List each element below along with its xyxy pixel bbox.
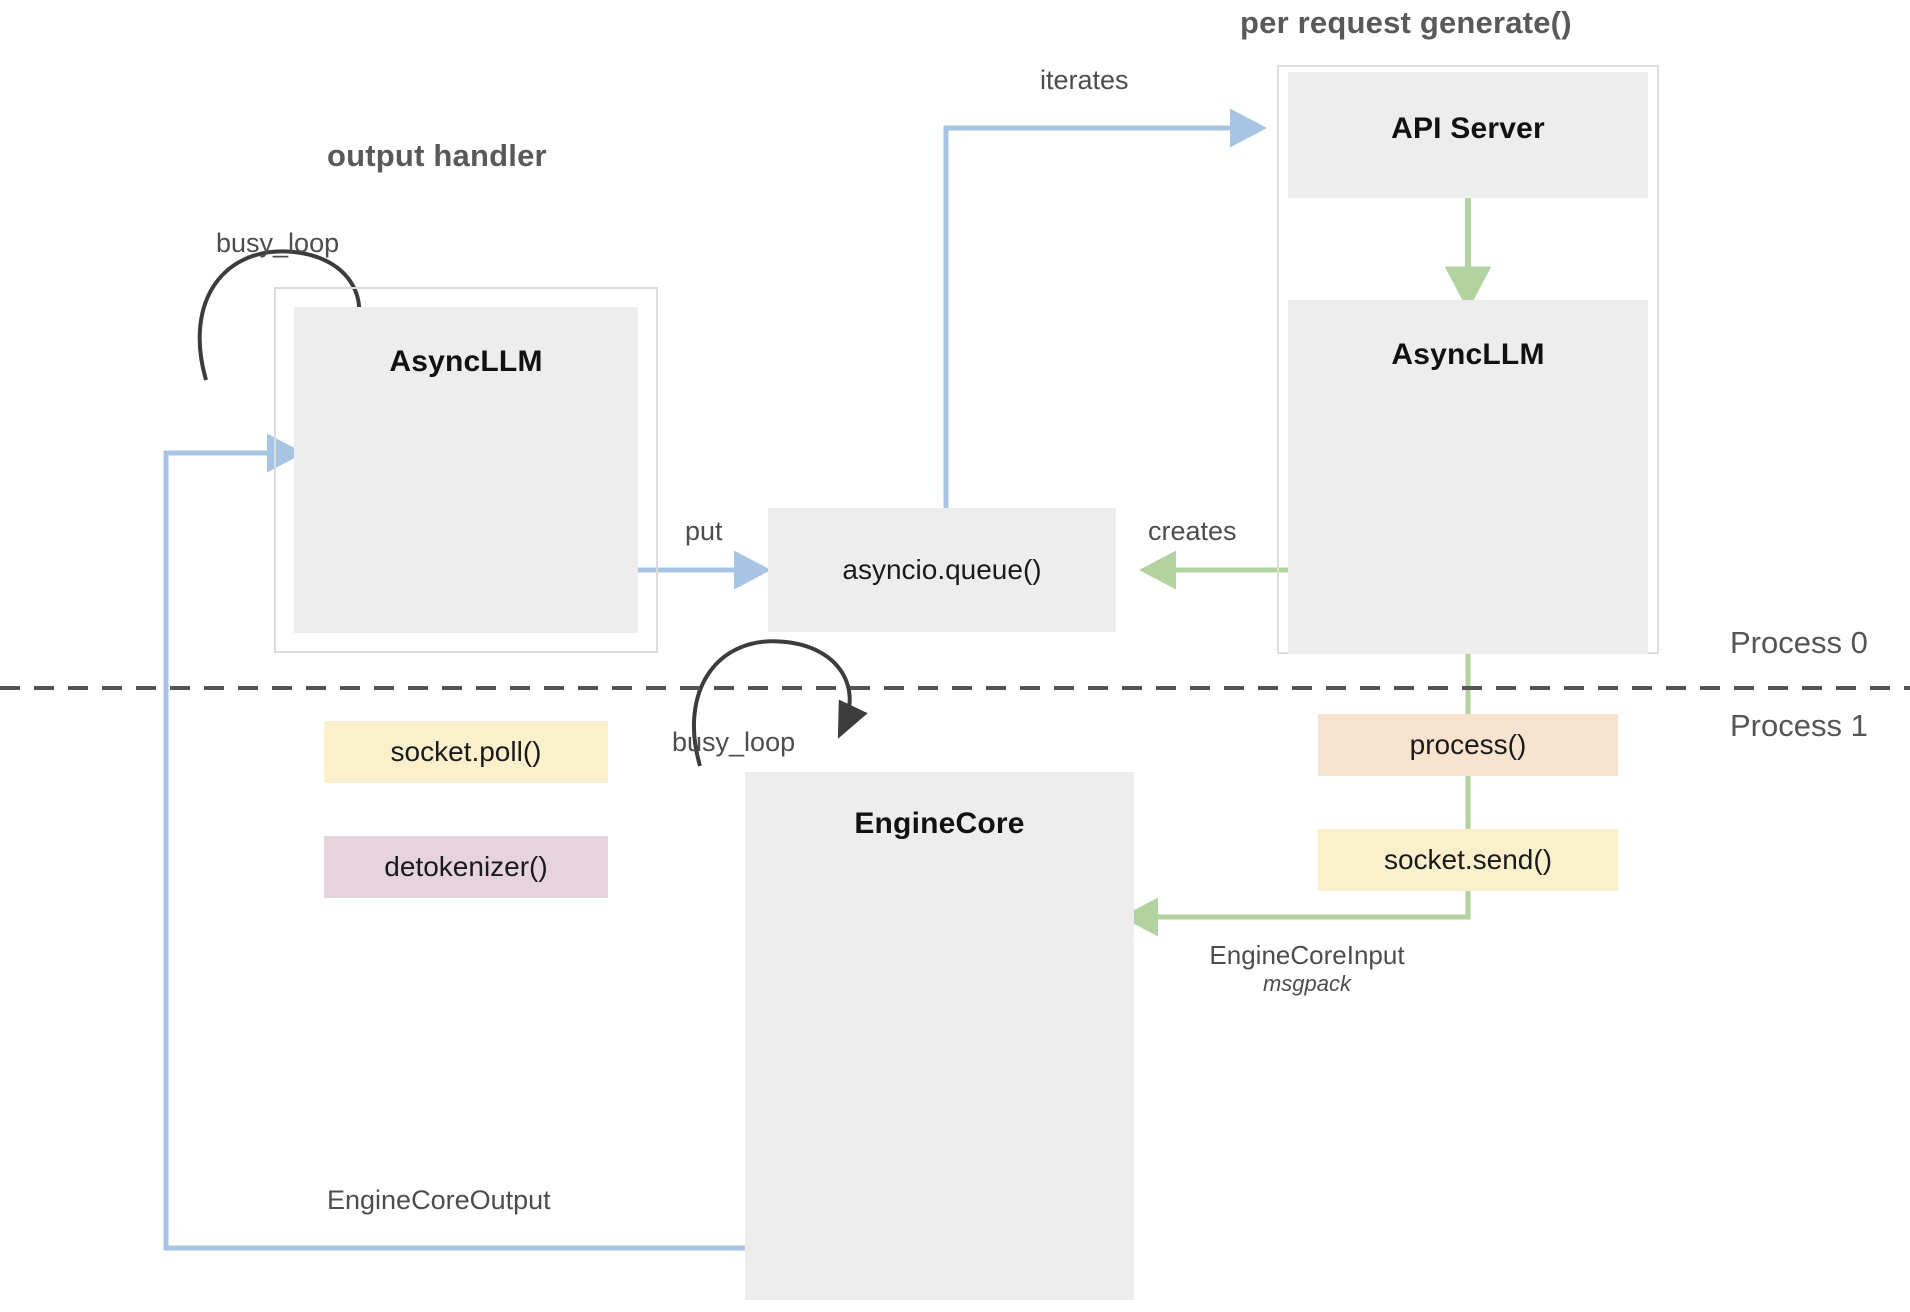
asyncllm-per-request-box[interactable]: AsyncLLM process() socket.send() — [1288, 300, 1648, 891]
process-0-label: Process 0 — [1730, 625, 1868, 660]
asyncllm-per-request-title: AsyncLLM — [1391, 338, 1545, 371]
method-label: detokenizer() — [384, 851, 548, 882]
engine-core-input-label-group: EngineCoreInput msgpack — [1177, 940, 1437, 997]
enginecore-title: EngineCore — [854, 807, 1025, 840]
output-handler-frame — [274, 287, 658, 653]
method-label: process() — [1409, 729, 1527, 760]
asyncio-queue-label: asyncio.queue() — [842, 554, 1042, 585]
engine-core-output-label: EngineCoreOutput — [327, 1185, 551, 1215]
output-handler-title: output handler — [327, 138, 547, 173]
method-process[interactable]: process() — [1318, 714, 1618, 776]
creates-label: creates — [1148, 516, 1237, 546]
method-socket-poll-output-handler[interactable]: socket.poll() — [324, 721, 608, 783]
busy-loop-label-asyncllm: busy_loop — [216, 228, 340, 258]
method-detokenizer[interactable]: detokenizer() — [324, 836, 608, 898]
api-server-title: API Server — [1391, 112, 1545, 145]
busy-loop-label-enginecore: busy_loop — [672, 727, 796, 757]
edge-iterates — [943, 108, 1268, 508]
api-server-box[interactable]: API Server — [1288, 72, 1648, 198]
per-request-generate-title: per request generate() — [1240, 5, 1572, 40]
method-label: socket.poll() — [390, 736, 542, 767]
process-1-label: Process 1 — [1730, 708, 1868, 743]
method-label: socket.send() — [1383, 844, 1553, 875]
enginecore-box[interactable]: EngineCore socket.poll() schedule() exec… — [745, 772, 1134, 1300]
engine-core-input-format: msgpack — [1262, 971, 1352, 996]
method-socket-send-asyncllm[interactable]: socket.send() — [1318, 829, 1618, 891]
asyncllm-output-handler-title: AsyncLLM — [389, 345, 543, 378]
put-label: put — [685, 516, 723, 546]
asyncllm-output-handler-box[interactable]: AsyncLLM socket.poll() detokenizer() — [294, 307, 638, 898]
engine-core-input-label: EngineCoreInput — [1209, 940, 1405, 970]
iterates-label: iterates — [1040, 65, 1129, 95]
asyncio-queue-box[interactable]: asyncio.queue() — [768, 508, 1116, 632]
